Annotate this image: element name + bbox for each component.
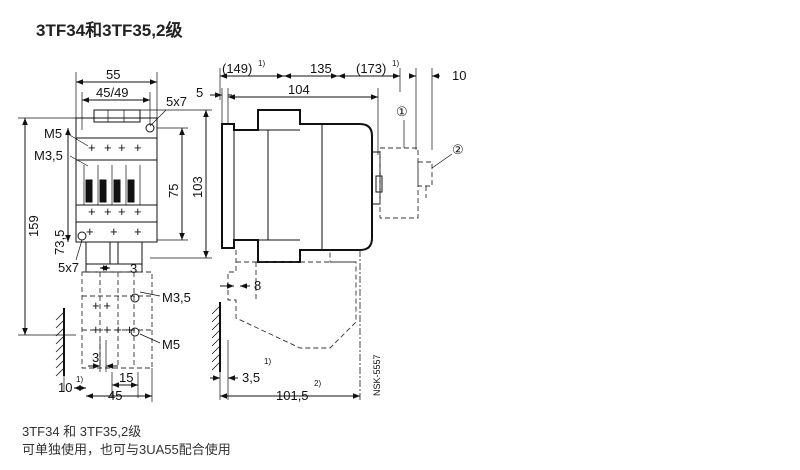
dim-45-49-label: 45/49: [96, 85, 129, 100]
wall-10-label: 10: [58, 380, 72, 395]
dim-101-5-note: 2): [314, 379, 321, 388]
mounting-wall-left: [55, 308, 65, 377]
dim-8-label: 8: [254, 278, 261, 293]
svg-text:+: +: [104, 140, 112, 155]
svg-text:+: +: [88, 140, 96, 155]
svg-text:+ + + +: + + + +: [92, 322, 133, 337]
dim-149-note: 1): [258, 59, 265, 68]
dim-5-label: 5: [196, 85, 203, 100]
svg-text:+: +: [134, 140, 142, 155]
screw-m5-top-label: M5: [44, 126, 62, 141]
callout-2: ②: [452, 142, 464, 157]
screw-m35-top-label: M3,5: [34, 148, 63, 163]
dim-101-5-label: 101,5: [276, 388, 309, 403]
dim-55-label: 55: [106, 67, 120, 82]
dim-75-label: 75: [166, 184, 181, 198]
contactor-front-body: [75, 117, 158, 243]
dim-3-5-label: 3,5: [242, 370, 260, 385]
offset-15-label: 15: [119, 370, 133, 385]
hole-top-label: 5x7: [166, 94, 187, 109]
mounting-wall-right: [211, 302, 221, 372]
front-view: 55 45/49 5x7 + +: [18, 67, 212, 403]
screw-m5-bottom-label: M5: [162, 337, 180, 352]
gap-3-bottom-label: 3: [92, 350, 99, 365]
dim-135-label: 135: [310, 61, 332, 76]
side-overload-relay-outline: [227, 250, 361, 400]
side-view: (149) 1) 135 (173) 1) 10 5 104: [196, 59, 466, 403]
svg-text:+: +: [118, 140, 126, 155]
dim-104-label: 104: [288, 82, 310, 97]
svg-text:+: +: [134, 224, 142, 239]
svg-text:+ +: + +: [92, 298, 111, 313]
width-45-label: 45: [108, 388, 122, 403]
dim-159-label: 159: [26, 215, 41, 237]
callout-1: ①: [396, 104, 408, 119]
contactor-side-body: [221, 109, 383, 263]
gap-3-top-label: 3: [130, 261, 137, 276]
dim-173-label: (173): [356, 61, 386, 76]
terminal-blocks: + + + + + + + + + + +: [83, 140, 142, 239]
caption-line-2: 可单独使用，也可与3UA55配合使用: [22, 442, 231, 457]
hole-bottom-label: 5x7: [58, 260, 79, 275]
caption-line-1: 3TF34 和 3TF35,2级: [22, 424, 142, 439]
dim-10-label: 10: [452, 68, 466, 83]
technical-drawing: 55 45/49 5x7 + +: [18, 59, 466, 403]
auxiliary-switch-outline: [379, 147, 433, 219]
svg-text:+: +: [86, 224, 94, 239]
note-1-mark: 1): [264, 357, 271, 366]
svg-text:+: +: [104, 204, 112, 219]
svg-text:+: +: [118, 204, 126, 219]
dim-73-5-label: 73,5: [52, 230, 67, 255]
screw-m35-bottom-label: M3,5: [162, 290, 191, 305]
svg-text:+: +: [88, 204, 96, 219]
wall-10-note: 1): [76, 375, 83, 384]
drawing-code: NSK-5557: [372, 354, 382, 396]
svg-text:+: +: [110, 224, 118, 239]
dim-149-label: (149): [222, 61, 252, 76]
page-title: 3TF34和3TF35,2级: [36, 21, 183, 40]
svg-text:+: +: [134, 204, 142, 219]
dim-103-label: 103: [190, 176, 205, 198]
dim-173-note: 1): [392, 59, 399, 68]
